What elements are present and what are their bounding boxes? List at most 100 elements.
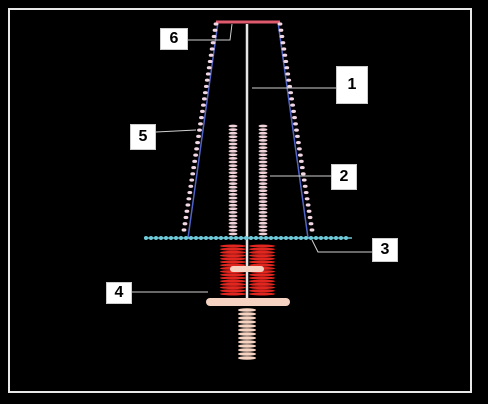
- cone-dot: [203, 84, 209, 89]
- coil-turn: [228, 164, 238, 168]
- base-turn: [220, 260, 246, 264]
- coil-turn: [228, 171, 238, 175]
- base-turn: [249, 273, 275, 277]
- coil-turn: [258, 171, 268, 175]
- cone-dot: [298, 159, 304, 163]
- plate-dot: [224, 236, 228, 240]
- label-4: 4: [106, 282, 132, 304]
- cone-dot: [282, 53, 288, 57]
- cone-dot: [187, 190, 193, 195]
- plate-dot: [279, 236, 283, 240]
- stem-turn: [238, 328, 256, 332]
- cone-dot: [185, 203, 191, 207]
- plate-dot: [179, 236, 183, 240]
- plate-dot: [324, 236, 328, 240]
- cone-dot: [293, 122, 298, 126]
- cone-dot: [281, 47, 287, 51]
- base-turn: [220, 254, 246, 258]
- coil-turn: [228, 142, 238, 146]
- coil-turn: [228, 232, 238, 236]
- cone-dot: [300, 172, 306, 176]
- plate-dot: [229, 236, 233, 240]
- coil-turn: [258, 189, 268, 193]
- label-3: 3: [372, 238, 398, 262]
- plate-dot: [169, 236, 173, 240]
- coil-turn: [228, 207, 238, 211]
- plate-dot: [149, 236, 153, 240]
- cone-dot: [288, 91, 294, 95]
- cone-dot: [196, 134, 201, 138]
- cone-dot: [188, 184, 194, 188]
- base-turn: [249, 292, 275, 296]
- coil-turn: [228, 189, 238, 193]
- coil-turn: [228, 178, 238, 182]
- coil-turn: [258, 146, 268, 150]
- coil-turn: [258, 131, 268, 135]
- coil-turn: [228, 193, 238, 196]
- cone-dot: [294, 128, 299, 132]
- cone-dot: [190, 172, 196, 176]
- coil-turn: [258, 128, 268, 132]
- cone-dot: [278, 28, 284, 32]
- cone-dot: [296, 141, 301, 145]
- leader-line-5: [155, 129, 197, 133]
- stem-turn: [238, 316, 256, 320]
- stem-turn: [238, 348, 256, 352]
- plate-dot: [334, 236, 338, 240]
- coil-turn: [258, 149, 268, 153]
- stem-turn: [238, 340, 256, 344]
- cone-dot: [283, 59, 289, 64]
- coil-turn: [258, 164, 268, 168]
- base-turn: [249, 247, 275, 251]
- cone-dot: [291, 109, 296, 113]
- base-turn: [220, 282, 246, 286]
- coil-turn: [258, 142, 268, 146]
- cone-dot: [296, 147, 302, 151]
- coil-turn: [258, 157, 268, 160]
- label-5: 5: [130, 124, 156, 150]
- cone-dot: [286, 78, 292, 82]
- cone-dot: [307, 215, 313, 220]
- cone-dot: [197, 128, 202, 132]
- cone-dot: [205, 72, 211, 76]
- coil-turn: [258, 225, 268, 229]
- coil-turn: [228, 203, 238, 207]
- base-turn: [249, 279, 275, 283]
- inner-coil-left: [228, 124, 238, 236]
- base-turn: [220, 286, 246, 290]
- base-turn: [249, 260, 275, 264]
- cone-dot: [207, 59, 213, 64]
- coil-turn: [258, 200, 268, 204]
- coil-turn: [228, 157, 238, 160]
- plate-dot: [234, 236, 238, 240]
- coil-turn: [228, 135, 238, 139]
- cone-dot: [195, 141, 200, 145]
- coil-turn: [228, 196, 238, 200]
- coil-turn: [228, 128, 238, 132]
- coil-turn: [228, 146, 238, 150]
- base-turn: [220, 263, 246, 267]
- coil-turn: [228, 175, 238, 178]
- coil-turn: [228, 153, 238, 157]
- cone-dot: [202, 91, 208, 95]
- coil-turn: [258, 175, 268, 178]
- coil-turn: [258, 232, 268, 236]
- plate-dot: [304, 236, 308, 240]
- plate-dot: [164, 236, 168, 240]
- plate-dot: [194, 236, 198, 240]
- plate-dot: [339, 236, 343, 240]
- coil-turn: [258, 185, 268, 189]
- coil-turn: [258, 135, 268, 139]
- stem-turn: [238, 332, 256, 336]
- plate-dot: [144, 236, 148, 240]
- coil-turn: [228, 200, 238, 204]
- cone-dot: [213, 22, 219, 26]
- base-turn: [220, 276, 246, 280]
- cone-dot: [184, 209, 190, 213]
- coil-turn: [258, 182, 268, 186]
- plate-dot: [264, 236, 268, 240]
- figure-border: [8, 8, 472, 393]
- cone-dot: [280, 41, 286, 45]
- base-turn: [220, 244, 246, 248]
